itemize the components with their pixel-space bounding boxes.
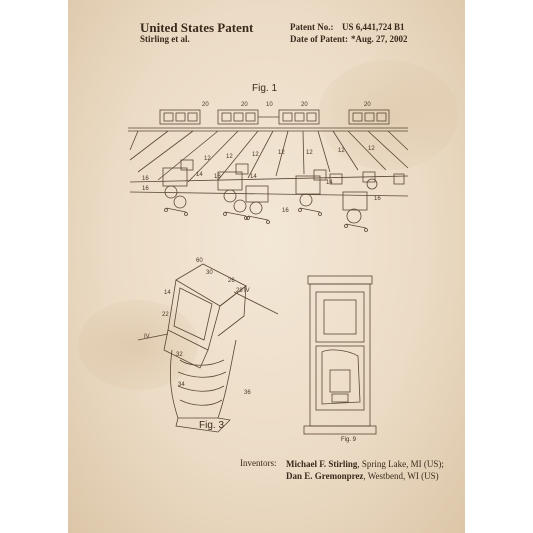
paper-stain [318, 60, 458, 170]
section-label: IV [144, 334, 150, 340]
figure-3-drawing: 60 30 26 28 14 22 IV IV 32 34 36 [137, 258, 279, 433]
settee-area [362, 171, 405, 190]
kiosk-stripes [177, 359, 227, 406]
section-line [137, 333, 169, 341]
cabinet-internals [321, 349, 361, 405]
ref-number: 12 [278, 150, 285, 156]
monitor-screen [306, 112, 317, 122]
figure-9-drawing [303, 275, 377, 435]
inventor-name: Dan E. Gremonprez [286, 471, 364, 481]
ref-number: 28 [236, 288, 243, 294]
ref-number: 32 [176, 352, 183, 358]
cabinet-component [331, 393, 349, 403]
patent-number-value: US 6,441,724 B1 [342, 22, 405, 32]
section-line [233, 291, 279, 315]
ref-number: 12 [252, 152, 259, 158]
paper-stain [78, 300, 198, 390]
ref-number: 20 [241, 102, 248, 108]
ref-number: 14 [196, 172, 203, 178]
cabinet-upper-panel [315, 291, 365, 343]
ref-number: 16 [282, 208, 289, 214]
kiosk-console [163, 329, 209, 369]
overhead-monitor [348, 109, 390, 125]
ref-number: 20 [301, 102, 308, 108]
ref-number: 16 [142, 186, 149, 192]
ref-number: 14 [326, 180, 333, 186]
monitor-screen [376, 112, 387, 122]
ref-number: 12 [204, 156, 211, 162]
ref-number: 14 [164, 290, 171, 296]
overhead-monitor [159, 109, 201, 125]
ref-number: 16 [142, 176, 149, 182]
ref-number: 12 [368, 146, 375, 152]
ref-number: 36 [244, 390, 251, 396]
overhead-monitor [278, 109, 320, 125]
monitor-screen [282, 112, 293, 122]
patent-page: United States Patent Stirling et al. Pat… [68, 0, 465, 533]
approach-line [129, 175, 409, 183]
figure-9-label: Fig. 9 [341, 437, 357, 443]
inventors-label: Inventors: [240, 458, 277, 468]
kiosk-side [217, 285, 247, 337]
ref-number: 20 [202, 102, 209, 108]
figure-3-label: Fig. 3 [199, 420, 225, 431]
ref-number: 34 [178, 382, 185, 388]
monitor-screen [352, 112, 363, 122]
settee-area [295, 169, 327, 216]
patent-title: United States Patent [140, 20, 254, 35]
ref-number: 14 [250, 174, 257, 180]
kiosk-screen-housing [167, 279, 221, 351]
settee-area [217, 163, 249, 220]
cabinet-screen [323, 299, 357, 335]
monitor-screen [175, 112, 186, 122]
ref-number: 22 [162, 312, 169, 318]
ref-number: 30 [206, 270, 213, 276]
bowling-lanes [129, 130, 409, 183]
monitor-screen [364, 112, 375, 122]
figure-1-label: Fig. 1 [252, 83, 278, 94]
settee-area [329, 173, 368, 232]
ref-number: 16 [374, 196, 381, 202]
patent-number-label: Patent No.: [290, 22, 334, 32]
patent-drawings: 20 20 10 20 20 12 12 12 12 12 12 12 14 1… [128, 102, 409, 435]
ref-number: 16 [214, 174, 221, 180]
cabinet-body [309, 283, 371, 427]
monitor-screen [245, 112, 256, 122]
patent-authors: Stirling et al. [140, 34, 190, 44]
monitor-screen [294, 112, 305, 122]
kiosk-pedestal [170, 339, 237, 419]
patent-date-label: Date of Patent: [290, 34, 348, 44]
ref-number: 26 [228, 278, 235, 284]
inventors-value: Michael F. Stirling, Spring Lake, MI (US… [286, 458, 446, 482]
settee-line [129, 191, 409, 197]
inventor-location: , Westbend, WI (US) [363, 471, 439, 481]
overhead-monitor [217, 109, 259, 125]
figure-1-drawing: 20 20 10 20 20 12 12 12 12 12 12 12 14 1… [128, 102, 409, 232]
monitor-screen [163, 112, 174, 122]
ref-number: 12 [338, 148, 345, 154]
inventor-name: Michael F. Stirling [286, 459, 358, 469]
cabinet-lower-panel [315, 345, 365, 411]
ref-number: 12 [226, 154, 233, 160]
monitor-screen [233, 112, 244, 122]
ref-number: 60 [196, 258, 203, 264]
cabinet-top [307, 275, 373, 285]
settee-area [245, 185, 270, 224]
section-label: IV [244, 288, 250, 294]
ref-number: 12 [306, 150, 313, 156]
settee-area [162, 159, 194, 216]
ref-number: 10 [266, 102, 273, 108]
monitor-screen [187, 112, 198, 122]
monitor-screen [221, 112, 232, 122]
inventor-location: , Spring Lake, MI (US); [357, 459, 444, 469]
kiosk-display [173, 287, 213, 341]
patent-date-value: *Aug. 27, 2002 [351, 34, 408, 44]
cabinet-component [329, 369, 351, 393]
cabinet-base [303, 425, 377, 435]
ref-number: 20 [364, 102, 371, 108]
kiosk-base [175, 417, 231, 433]
